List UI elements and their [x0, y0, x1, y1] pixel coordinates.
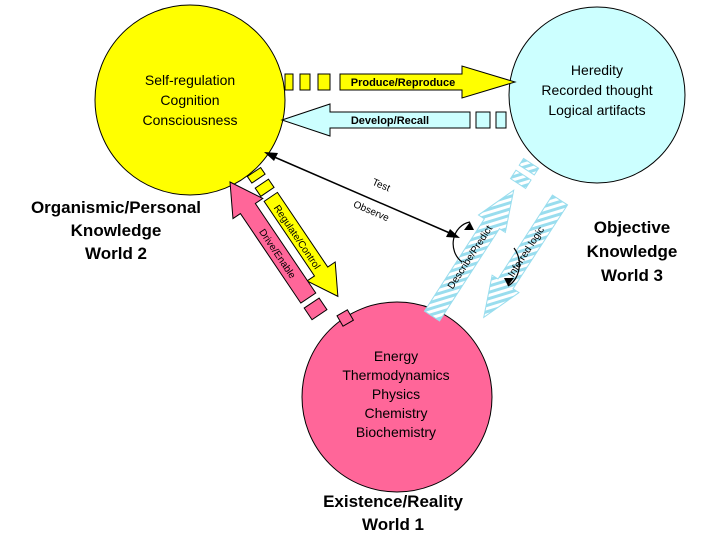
- produce-arrow: Produce/Reproduce: [284, 65, 517, 99]
- world2-circle-text: Self-regulation Cognition Consciousness: [143, 72, 238, 128]
- world1-circle-text: Energy Thermodynamics Physics Chemistry …: [342, 348, 449, 440]
- world1-line-5: Biochemistry: [356, 424, 436, 440]
- drive-tail-bar: [336, 309, 355, 327]
- world2-label-line-1: Organismic/Personal: [31, 198, 201, 217]
- world1-label-line-2: World 1: [362, 515, 424, 534]
- world3-line-3: Logical artifacts: [548, 102, 645, 118]
- world3-label-line-1: Objective: [594, 218, 671, 237]
- world2-line-1: Self-regulation: [145, 72, 235, 88]
- world3-circle: [508, 6, 686, 184]
- develop-arrow: Develop/Recall: [280, 103, 507, 137]
- world3-label-line-3: World 3: [601, 266, 663, 285]
- world1-label-line-1: Existence/Reality: [323, 492, 463, 511]
- world2-line-3: Consciousness: [143, 112, 238, 128]
- world1-label: Existence/Reality World 1: [323, 492, 463, 534]
- world2-line-2: Cognition: [160, 92, 219, 108]
- world3-label: Objective Knowledge World 3: [587, 218, 678, 285]
- develop-label: Develop/Recall: [351, 115, 429, 127]
- inferred-label: Inferred logic: [506, 225, 547, 279]
- world1-line-1: Energy: [374, 348, 418, 364]
- world2-label-line-2: Knowledge: [71, 221, 162, 240]
- test-label: Test: [370, 177, 391, 194]
- world2-circle: [94, 4, 286, 196]
- world2-label: Organismic/Personal Knowledge World 2: [31, 198, 201, 263]
- world1-circle: [301, 301, 493, 493]
- world1-line-4: Chemistry: [364, 405, 427, 421]
- world1-line-3: Physics: [372, 386, 420, 402]
- world1-line-2: Thermodynamics: [342, 367, 449, 383]
- world3-line-1: Heredity: [571, 62, 623, 78]
- cycle-arrows: [452, 221, 520, 287]
- world3-circle-text: Heredity Recorded thought Logical artifa…: [541, 62, 652, 118]
- produce-label: Produce/Reproduce: [351, 77, 456, 89]
- observe-label: Observe: [351, 199, 390, 224]
- world3-label-line-2: Knowledge: [587, 242, 678, 261]
- world3-line-2: Recorded thought: [541, 82, 652, 98]
- world2-label-line-3: World 2: [85, 244, 147, 263]
